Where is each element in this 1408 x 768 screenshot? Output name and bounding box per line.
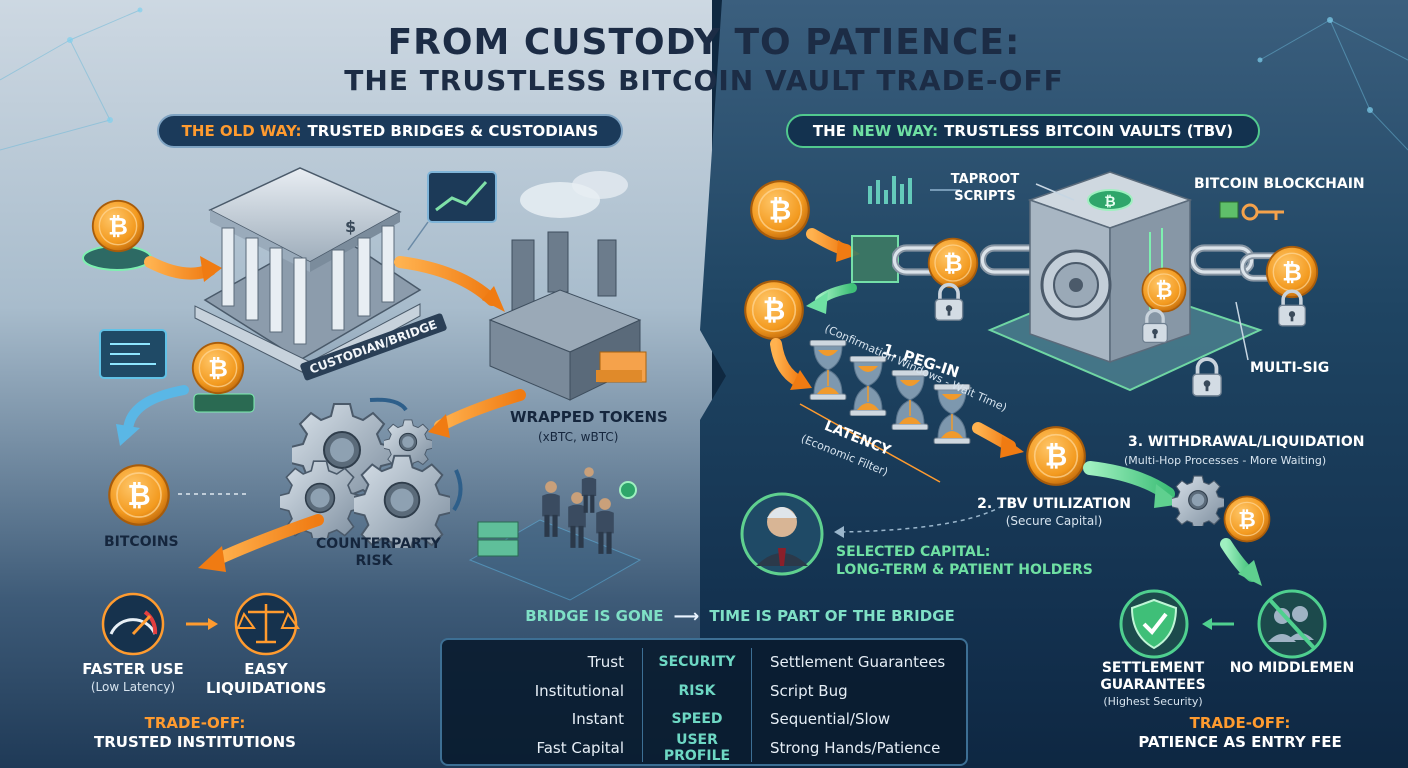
- old-way-header-accent: THE OLD WAY:: [181, 122, 302, 140]
- table-row: Fast Capital USER PROFILE Strong Hands/P…: [460, 732, 948, 764]
- hourglass-icon: [891, 370, 929, 430]
- easy-label: EASY: [244, 660, 288, 678]
- taproot-label-1: TAPROOT: [950, 172, 1020, 187]
- padlock-icon: [933, 282, 965, 322]
- selected-capital-value: LONG-TERM & PATIENT HOLDERS: [836, 562, 1093, 578]
- faster-use-label: FASTER USE: [82, 660, 184, 678]
- bridge-gone-label: BRIDGE IS GONE: [525, 607, 664, 625]
- new-value-cell: Script Bug: [770, 681, 848, 700]
- settlement-label-1: SETTLEMENT: [1101, 660, 1205, 676]
- old-way-header: THE OLD WAY: TRUSTED BRIDGES & CUSTODIAN…: [157, 114, 623, 148]
- bitcoin-coin-icon: [1140, 267, 1188, 313]
- comparison-table: Trust SECURITY Settlement Guarantees Ins…: [440, 638, 968, 766]
- category-cell: USER PROFILE: [642, 732, 752, 764]
- chart-bars-icon: [868, 176, 960, 204]
- new-way-header-text: TRUSTLESS BITCOIN VAULTS (TBV): [944, 122, 1234, 140]
- tbv-utilization-label: 2. TBV UTILIZATION: [977, 496, 1131, 512]
- table-row: Institutional RISK Script Bug: [460, 676, 948, 705]
- bitcoins-label: BITCOINS: [104, 534, 179, 550]
- svg-text:₿: ₿: [1104, 194, 1115, 210]
- new-tradeoff-value: PATIENCE AS ENTRY FEE: [1138, 733, 1342, 751]
- new-way-header: THE NEW WAY: TRUSTLESS BITCOIN VAULTS (T…: [786, 114, 1260, 148]
- person-avatar-icon: [740, 492, 824, 576]
- padlock-icon: [1190, 357, 1224, 398]
- withdrawal-sublabel: (Multi-Hop Processes - More Waiting): [1124, 454, 1327, 467]
- shield-check-icon: [1119, 589, 1189, 659]
- new-value-cell: Settlement Guarantees: [770, 653, 946, 672]
- arrow-right-icon: ⟶: [673, 605, 700, 627]
- vault-icon: ₿: [987, 171, 1263, 392]
- counterparty-label: COUNTERPARTY: [316, 536, 441, 552]
- speedometer-icon: [101, 592, 165, 656]
- network-decoration-left: [0, 9, 141, 151]
- bridge-statement: BRIDGE IS GONE ⟶ TIME IS PART OF THE BRI…: [520, 603, 960, 629]
- settlement-label-2: GUARANTEES: [1100, 677, 1206, 693]
- new-tradeoff-label: TRADE-OFF:: [1189, 714, 1291, 732]
- wrapped-tokens-label: WRAPPED TOKENS: [510, 408, 668, 426]
- arrow-to-bitcoins: [123, 385, 189, 435]
- selected-capital-label: SELECTED CAPITAL:: [836, 544, 991, 560]
- table-row: Trust SECURITY Settlement Guarantees: [460, 648, 948, 677]
- bank-icon: $: [194, 167, 422, 377]
- settlement-sublabel: (Highest Security): [1103, 695, 1203, 708]
- new-way-header-accent: NEW WAY:: [851, 122, 939, 140]
- bitcoin-coin-icon: [91, 199, 145, 253]
- hourglass-icon: [849, 356, 887, 416]
- hourglass-icon: [809, 340, 847, 400]
- time-bridge-label: TIME IS PART OF THE BRIDGE: [709, 607, 955, 625]
- risk-label: RISK: [355, 553, 393, 569]
- withdrawal-label: 3. WITHDRAWAL/LIQUIDATION: [1128, 434, 1365, 450]
- bitcoin-blockchain-label: BITCOIN BLOCKCHAIN: [1194, 176, 1365, 192]
- old-tradeoff-label: TRADE-OFF:: [144, 714, 246, 732]
- svg-text:$: $: [345, 217, 356, 236]
- bitcoin-coin-icon: [1025, 425, 1087, 487]
- key-icon: [1219, 201, 1284, 221]
- bitcoin-coin-icon: [749, 179, 811, 241]
- old-way-header-text: TRUSTED BRIDGES & CUSTODIANS: [307, 122, 599, 140]
- no-middlemen-label: NO MIDDLEMEN: [1229, 660, 1355, 676]
- old-value-cell: Institutional: [534, 681, 624, 700]
- old-value-cell: Fast Capital: [536, 738, 624, 757]
- new-value-cell: Sequential/Slow: [770, 710, 891, 729]
- old-value-cell: Trust: [587, 653, 624, 672]
- bitcoin-coin-icon: [743, 279, 805, 341]
- liquidations-label: LIQUIDATIONS: [206, 679, 327, 697]
- factory-icon: [488, 171, 647, 401]
- no-middlemen-icon: [1257, 589, 1327, 659]
- new-value-cell: Strong Hands/Patience: [770, 738, 941, 757]
- taproot-label-2: SCRIPTS: [954, 189, 1016, 204]
- scales-icon: [234, 592, 300, 656]
- wrapped-tokens-examples: (xBTC, wBTC): [538, 430, 619, 444]
- bitcoin-coin-icon: [1223, 495, 1271, 543]
- person-icon: [581, 467, 597, 513]
- table-row: Instant SPEED Sequential/Slow: [460, 705, 948, 734]
- category-cell: SECURITY: [642, 648, 752, 677]
- new-way-header-pre: THE: [812, 122, 846, 140]
- page-title-line1: FROM CUSTODY TO PATIENCE:: [387, 22, 1021, 63]
- tbv-utilization-sublabel: (Secure Capital): [1005, 514, 1103, 528]
- network-decoration-right: [1259, 19, 1408, 151]
- category-cell: SPEED: [642, 705, 752, 734]
- low-latency-label: (Low Latency): [90, 680, 176, 694]
- gear-icon: [1172, 475, 1224, 526]
- page-title-line2: THE TRUSTLESS BITCOIN VAULT TRADE-OFF: [344, 64, 1064, 97]
- bitcoin-coin-icon: [927, 237, 979, 289]
- arrow-to-custodian: [144, 256, 216, 280]
- old-value-cell: Instant: [571, 710, 624, 729]
- line-chart-icon: [427, 171, 497, 223]
- old-tradeoff-value: TRUSTED INSTITUTIONS: [93, 733, 296, 751]
- bitcoin-coin-icon: [191, 341, 245, 395]
- multisig-label: MULTI-SIG: [1250, 360, 1330, 376]
- category-cell: RISK: [642, 676, 752, 705]
- chain-icon: [851, 235, 1298, 283]
- bitcoin-coin-icon: [107, 463, 171, 527]
